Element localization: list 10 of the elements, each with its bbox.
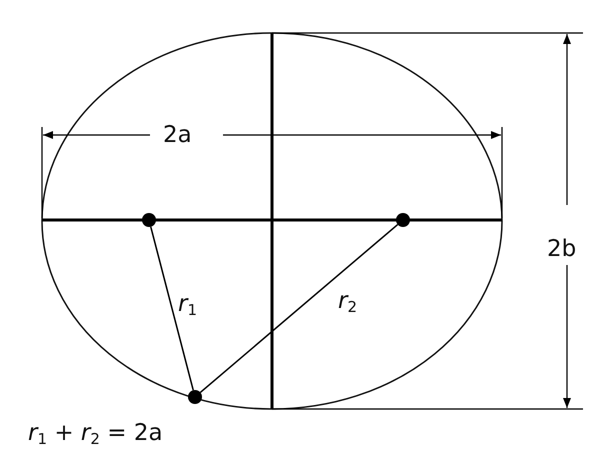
edge-label: r$_{2}$ [338,290,358,315]
equation-text: r$_{1}$ + r$_{2}$ = 2a [28,422,163,447]
line-segment [200,224,398,394]
dimension-label: 2a [163,124,192,147]
dimension-label: 2b [547,238,576,261]
point-dot [396,213,410,227]
line-segment [150,226,194,390]
point-dot [188,390,202,404]
edge-label: r$_{1}$ [178,293,198,318]
point-dot [142,213,156,227]
